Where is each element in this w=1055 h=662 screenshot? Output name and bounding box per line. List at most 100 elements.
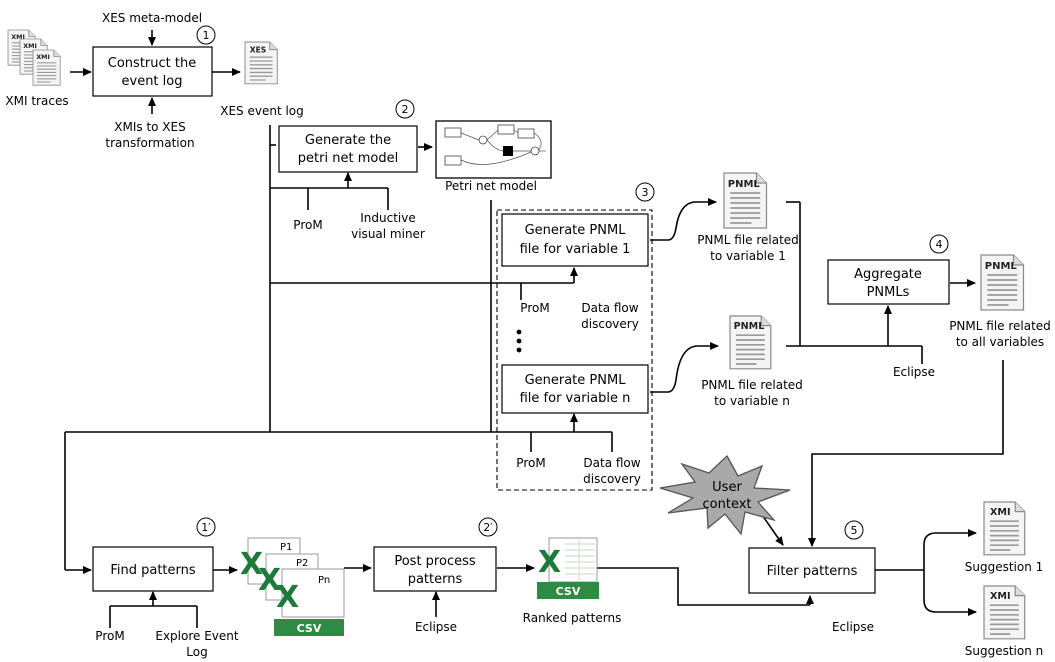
svg-text:1: 1 [203, 29, 210, 42]
step-number-3: 3 [635, 182, 655, 202]
data-flow-label-2: discovery [583, 472, 641, 486]
step-aggregate-pnmls: Aggregate PNMLs [827, 259, 950, 305]
svg-text:PNML: PNML [734, 321, 765, 332]
patterns-csv-stack-icon: P1 X P2 X Pn X CSV [240, 537, 345, 636]
svg-text:5: 5 [851, 524, 858, 537]
pnml-var-1-label-2: to variable 1 [710, 249, 786, 263]
svg-text:X: X [538, 545, 561, 580]
svg-text:XMI: XMI [990, 591, 1011, 602]
step-label-line-1: Generate the [305, 133, 391, 148]
pnml-var-n-label-2: to variable n [714, 394, 790, 408]
pnml-var-1-label-1: PNML file related [697, 233, 799, 247]
svg-text:2: 2 [402, 103, 409, 116]
step-label-line-1: Generate PNML [525, 223, 627, 238]
step-label: Find patterns [110, 563, 196, 578]
svg-text:XMI: XMI [990, 507, 1011, 518]
svg-text:Pn: Pn [318, 575, 330, 586]
suggestion-n-label: Suggestion n [965, 644, 1044, 658]
step-construct-event-log: Construct the event log [92, 46, 213, 97]
xes-event-log-label: XES event log [220, 104, 304, 118]
ellipsis-dots [516, 329, 522, 353]
user-context-line-2: context [703, 497, 752, 512]
svg-text:XMI: XMI [36, 53, 50, 61]
step-generate-pnml-n: Generate PNML file for variable n [501, 364, 649, 414]
step-number-2-prime: 2′ [478, 517, 498, 537]
svg-text:XMI: XMI [11, 33, 25, 41]
petri-net-model-thumbnail [435, 120, 552, 179]
petri-net-model-label: Petri net model [445, 179, 537, 193]
prom-label: ProM [293, 218, 322, 232]
eclipse-label: Eclipse [832, 620, 874, 634]
svg-text:XMI: XMI [23, 42, 37, 50]
svg-text:PNML: PNML [728, 179, 761, 190]
pnml-var-n-icon: PNML [729, 315, 772, 370]
step-number-1-prime: 1′ [196, 517, 216, 537]
data-flow-label-2: discovery [581, 317, 639, 331]
step-generate-pnml-1: Generate PNML file for variable 1 [501, 213, 649, 267]
step-post-process-patterns: Post process patterns [373, 546, 497, 592]
pnml-var-1-icon: PNML [723, 172, 768, 229]
pnml-generation-group [496, 209, 653, 491]
step-label-line-2: file for variable n [520, 391, 631, 406]
step-label-line-2: event log [122, 74, 183, 89]
user-context-burst: User context [659, 454, 791, 536]
xmis-to-xes-label-1: XMIs to XES [114, 120, 185, 134]
eclipse-label: Eclipse [415, 620, 457, 634]
pnml-var-n-label-1: PNML file related [701, 378, 803, 392]
connectors [64, 30, 1004, 628]
inductive-miner-label-1: Inductive [360, 211, 416, 225]
pnml-all-icon: PNML [980, 254, 1025, 311]
step-find-patterns: Find patterns [92, 546, 214, 592]
prom-label: ProM [95, 629, 124, 643]
step-label-line-1: Aggregate [854, 267, 922, 282]
xes-event-log-icon: XES [244, 41, 278, 85]
svg-text:2′: 2′ [483, 521, 493, 534]
svg-text:3: 3 [642, 186, 649, 199]
data-flow-label-1: Data flow [583, 456, 640, 470]
xmis-to-xes-label-2: transformation [105, 136, 194, 150]
svg-text:X: X [240, 547, 263, 582]
suggestion-n-xmi-icon: XMI [983, 585, 1026, 640]
prom-label: ProM [520, 301, 549, 315]
svg-text:P2: P2 [296, 558, 308, 569]
step-number-1: 1 [196, 25, 216, 45]
pnml-all-label-1: PNML file related [949, 319, 1051, 333]
svg-text:1′: 1′ [201, 521, 211, 534]
svg-text:P1: P1 [280, 542, 292, 553]
svg-text:X: X [276, 580, 299, 615]
svg-text:CSV: CSV [556, 585, 581, 598]
svg-text:PNML: PNML [985, 261, 1018, 272]
step-label-line-2: patterns [408, 572, 463, 587]
svg-text:X: X [258, 563, 281, 598]
step-number-5: 5 [844, 520, 864, 540]
svg-text:CSV: CSV [297, 622, 322, 635]
inductive-miner-label-2: visual miner [351, 227, 425, 241]
step-label-line-2: file for variable 1 [520, 242, 631, 257]
xmi-traces-icon: XMI XMI XMI [7, 29, 61, 86]
step-label-line-2: PNMLs [867, 285, 910, 300]
step-numbers: 1 2 3 4 5 1′ 2′ [196, 25, 949, 540]
pnml-all-label-2: to all variables [956, 335, 1044, 349]
eclipse-label: Eclipse [893, 365, 935, 379]
step-label-line-1: Construct the [108, 56, 196, 71]
explore-event-log-label-2: Log [186, 645, 207, 659]
step-number-4: 4 [929, 234, 949, 254]
step-label: Filter patterns [767, 564, 858, 579]
xes-meta-model-label: XES meta-model [102, 11, 202, 25]
step-generate-petri-net: Generate the petri net model [278, 125, 418, 173]
step-label-line-1: Generate PNML [525, 373, 627, 388]
step-number-2: 2 [395, 99, 415, 119]
ranked-patterns-csv-icon: X CSV [537, 537, 599, 599]
data-flow-label-1: Data flow [581, 301, 638, 315]
user-context-line-1: User [712, 480, 742, 495]
step-filter-patterns: Filter patterns [748, 547, 876, 594]
step-label-line-2: petri net model [298, 151, 398, 166]
explore-event-log-label-1: Explore Event [155, 629, 239, 643]
suggestion-1-label: Suggestion 1 [965, 560, 1044, 574]
xmi-traces-label: XMI traces [5, 94, 68, 108]
ranked-patterns-label: Ranked patterns [523, 611, 622, 625]
labels: XES meta-model XMIs to XES transformatio… [5, 11, 1050, 659]
step-label-line-1: Post process [394, 554, 476, 569]
